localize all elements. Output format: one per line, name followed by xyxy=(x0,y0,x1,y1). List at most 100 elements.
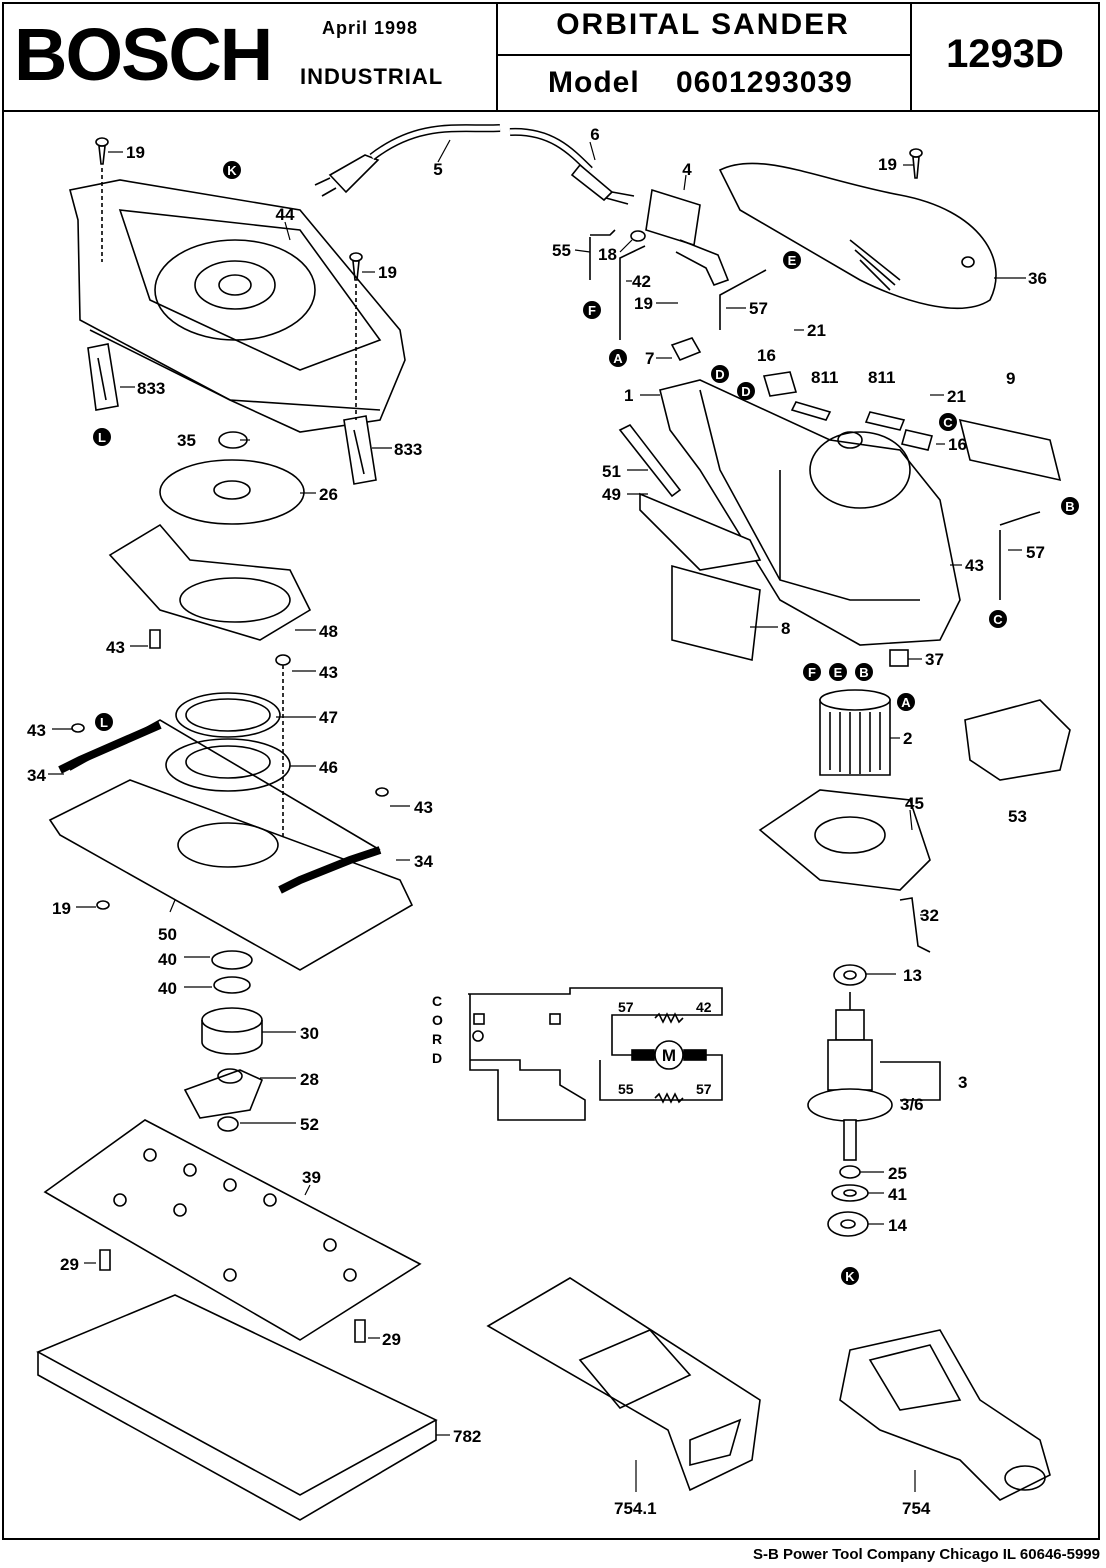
spring-32 xyxy=(899,897,931,953)
marker-K: K xyxy=(227,163,237,178)
callout-19: 19 xyxy=(378,263,397,282)
callout-40: 40 xyxy=(158,979,177,998)
washer-41-hole xyxy=(843,1189,857,1197)
ring-25 xyxy=(839,1165,861,1179)
ring-40 xyxy=(213,976,251,994)
brand-logo: BOSCH xyxy=(14,13,273,96)
marker-L: L xyxy=(100,715,108,730)
callout-13: 13 xyxy=(903,966,922,985)
callout-14: 14 xyxy=(888,1216,907,1235)
screw-19 xyxy=(96,900,110,910)
issue-date: April 1998 xyxy=(322,18,419,38)
callout-43: 43 xyxy=(965,556,984,575)
switch-4 xyxy=(630,188,730,286)
callout-16: 16 xyxy=(757,346,776,365)
wire-42 xyxy=(619,245,646,290)
callout-782: 782 xyxy=(453,1427,481,1446)
callout-39: 39 xyxy=(302,1168,321,1187)
brush-811 xyxy=(864,411,906,431)
marker-circles xyxy=(93,161,1079,1285)
screw-19-shank xyxy=(912,156,920,179)
callout-34: 34 xyxy=(414,852,433,871)
callout-29: 29 xyxy=(60,1255,79,1274)
callout-51: 51 xyxy=(602,462,621,481)
callout-2: 2 xyxy=(903,729,912,748)
callout-18: 18 xyxy=(598,245,617,264)
callout-53: 53 xyxy=(1008,807,1027,826)
callout-833: 833 xyxy=(394,440,422,459)
callout-30: 30 xyxy=(300,1024,319,1043)
nut-52 xyxy=(217,1116,239,1132)
division: INDUSTRIAL xyxy=(300,64,444,89)
callout-37: 37 xyxy=(925,650,944,669)
model-number: 0601293039 xyxy=(676,66,853,99)
cord-6 xyxy=(509,127,635,205)
callout-47: 47 xyxy=(319,708,338,727)
cord-letter: O xyxy=(432,1012,443,1028)
callout-43: 43 xyxy=(414,798,433,817)
dust-bag-754 xyxy=(839,1329,1051,1501)
callout-57: 57 xyxy=(1026,543,1045,562)
header-divider xyxy=(496,54,910,56)
callout-25: 25 xyxy=(888,1164,907,1183)
callout-811: 811 xyxy=(868,368,895,387)
callout-36: 36 xyxy=(1028,269,1047,288)
nut-37 xyxy=(889,649,909,667)
callout-19: 19 xyxy=(878,155,897,174)
handle-cover-36 xyxy=(718,162,997,310)
label-8 xyxy=(671,564,761,661)
screw-43 xyxy=(149,629,161,649)
fan-guard-45 xyxy=(758,789,931,891)
footer-company: S-B Power Tool Company Chicago IL 60646-… xyxy=(752,1546,1100,1563)
cord-letter: D xyxy=(432,1050,442,1066)
bearing-14-bore xyxy=(840,1219,856,1229)
callout-1: 1 xyxy=(624,386,633,405)
fan-26 xyxy=(159,459,305,525)
marker-B: B xyxy=(1065,499,1074,514)
product-title: ORBITAL SANDER xyxy=(556,8,850,41)
wire-57 xyxy=(719,269,767,330)
washer-41 xyxy=(831,1184,869,1202)
callout-19: 19 xyxy=(52,899,71,918)
callout-35: 35 xyxy=(177,431,196,450)
callout-754: 754 xyxy=(902,1499,931,1518)
screw-19 xyxy=(349,252,363,420)
bearing-13-bore xyxy=(843,970,857,980)
brush-holder-16 xyxy=(900,429,934,451)
screw-43 xyxy=(275,654,291,666)
callout-3: 3 xyxy=(958,1073,967,1092)
callout-55: 55 xyxy=(552,241,571,260)
eccentric-28 xyxy=(183,1068,264,1119)
marker-E: E xyxy=(834,665,843,680)
wire-label: 55 xyxy=(618,1081,634,1097)
screw-19 xyxy=(909,148,923,158)
callout-43: 43 xyxy=(27,721,46,740)
screw-43 xyxy=(71,723,85,733)
callout-34: 34 xyxy=(27,766,46,785)
callout-40: 40 xyxy=(158,950,177,969)
callout-754-1: 754.1 xyxy=(614,1499,657,1518)
part-number: 1293D xyxy=(946,32,1064,76)
wiring-schematic xyxy=(468,987,723,1121)
seal-47-inner xyxy=(185,698,271,732)
spring-34 xyxy=(278,846,382,894)
dust-collector-48 xyxy=(108,523,312,641)
model-label: Model xyxy=(548,66,640,99)
callout-16: 16 xyxy=(948,435,967,454)
cord-5 xyxy=(314,124,501,197)
callout-811: 811 xyxy=(811,368,838,387)
callout-21: 21 xyxy=(807,321,826,340)
callout-4: 4 xyxy=(682,160,692,179)
callout-49: 49 xyxy=(602,485,621,504)
callout-6: 6 xyxy=(590,125,599,144)
callout-48: 48 xyxy=(319,622,338,641)
leader-lines xyxy=(48,139,1026,1492)
clamp-7 xyxy=(670,337,702,362)
wire-label: 57 xyxy=(696,1081,712,1097)
callout-28: 28 xyxy=(300,1070,319,1089)
lever-51 xyxy=(618,423,682,498)
callout-833: 833 xyxy=(137,379,165,398)
marker-L: L xyxy=(98,430,106,445)
callout-21: 21 xyxy=(947,387,966,406)
